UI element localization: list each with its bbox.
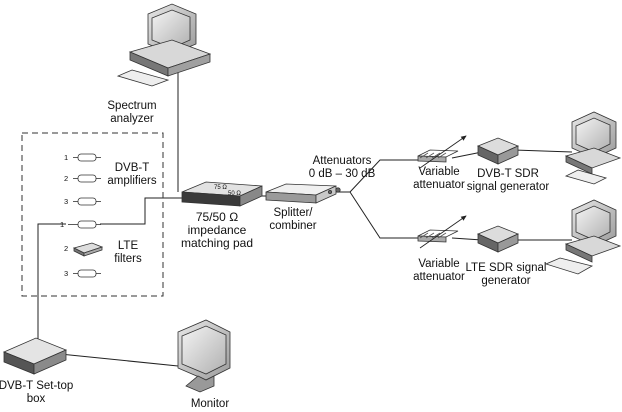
variable-attenuator-icon bbox=[417, 215, 467, 249]
filters-enclosure bbox=[21, 132, 164, 297]
dvbt-generator-computer-icon bbox=[564, 111, 622, 185]
monitor-icon bbox=[177, 319, 231, 393]
impedance-pad-icon bbox=[181, 181, 263, 207]
lte-filters-label: LTE filters bbox=[114, 240, 142, 265]
lte-generator-computer-icon bbox=[544, 199, 622, 275]
connection-lines bbox=[37, 70, 573, 367]
impedance-pad-label: 75/50 Ω impedance matching pad bbox=[180, 210, 254, 250]
spectrum-analyzer-computer-icon bbox=[116, 3, 212, 87]
pad-75-ohm-label: 75 Ω bbox=[214, 185, 227, 191]
lte-slot-2: 2 bbox=[64, 244, 69, 253]
sdr-generator-icon bbox=[476, 137, 520, 165]
dvbt-amplifiers-label: DVB-T amplifiers bbox=[107, 162, 157, 187]
settop-box-label: DVB-T Set-top box bbox=[0, 380, 74, 405]
splitter-icon bbox=[265, 183, 341, 204]
lte-slot-3: 3 bbox=[64, 269, 69, 278]
dvbt-generator-label: DVB-T SDR signal generator bbox=[466, 168, 550, 193]
variable-attenuator-2-label: Variable attenuator bbox=[413, 258, 465, 283]
dvbt-slot-2: 2 bbox=[64, 174, 69, 183]
dvbt-slot-3: 3 bbox=[64, 197, 69, 206]
monitor-label: Monitor bbox=[190, 398, 230, 410]
lte-slot-1: 1 bbox=[60, 220, 65, 229]
splitter-label: Splitter/ combiner bbox=[269, 207, 317, 232]
lte-generator-label: LTE SDR signal generator bbox=[465, 262, 547, 287]
pad-50-ohm-label: 50 Ω bbox=[228, 191, 241, 197]
settop-box-icon bbox=[2, 337, 68, 375]
variable-attenuator-1-label: Variable attenuator bbox=[413, 166, 465, 191]
dvbt-amplifier-icons bbox=[73, 153, 101, 206]
lte-filter-icons bbox=[68, 220, 104, 278]
spectrum-analyzer-label: Spectrum analyzer bbox=[107, 100, 157, 125]
dvbt-slot-1: 1 bbox=[64, 153, 69, 162]
variable-attenuator-icon bbox=[417, 135, 467, 169]
attenuators-label: Attenuators 0 dB – 30 dB bbox=[308, 155, 376, 180]
sdr-generator-icon bbox=[476, 225, 520, 253]
